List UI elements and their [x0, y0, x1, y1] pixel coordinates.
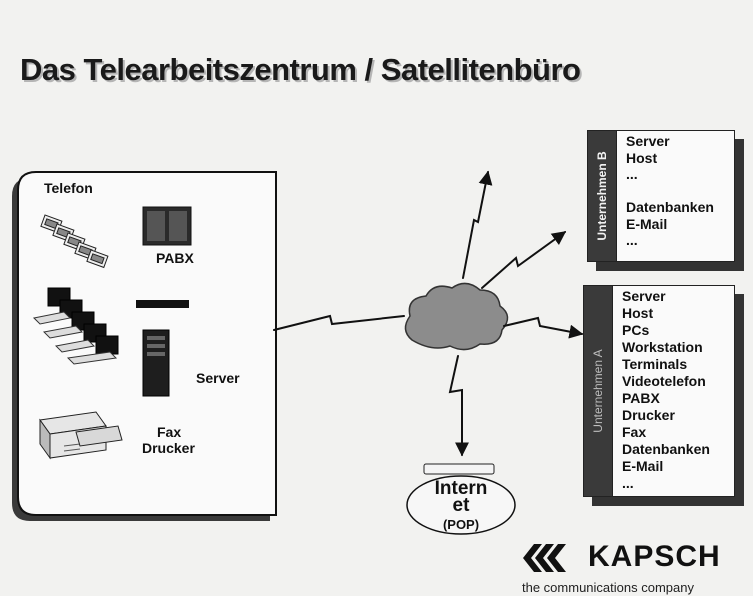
lan-bar: [136, 300, 189, 308]
drucker-label: Drucker: [142, 440, 195, 456]
company-b-panel: Unternehmen B Server Host ... Datenbanke…: [587, 130, 735, 262]
telephones-icon: [40, 214, 109, 269]
kapsch-wordmark: KAPSCH: [588, 540, 721, 573]
fax-printer-icon: [39, 411, 123, 460]
list-item: [626, 183, 714, 200]
list-item: E-Mail: [626, 215, 668, 232]
company-a-panel: Unternehmen A Server Host PCs Workstatio…: [583, 285, 735, 497]
list-item: Host: [622, 305, 654, 321]
list-item: Datenbanken: [626, 199, 714, 215]
list-item: PABX: [622, 390, 660, 406]
list-item: Datenbanken: [622, 441, 710, 457]
server-icon: [142, 329, 170, 397]
link-cloud-wireless: [462, 170, 493, 279]
link-cloud-internet: [448, 355, 469, 457]
list-item: Fax: [622, 424, 647, 440]
internet-label: Intern et: [412, 478, 510, 516]
list-item: Terminals: [622, 356, 688, 372]
pop-label: (POP): [442, 517, 480, 532]
list-item: Videotelefon: [622, 373, 706, 389]
link-cloud-company-b: [481, 231, 567, 289]
company-a-list: Server Host PCs Workstation Terminals Vi…: [622, 288, 710, 492]
list-item: Workstation: [622, 339, 703, 355]
company-a-side-label: Unternehmen A: [584, 286, 613, 496]
list-item: PCs: [622, 322, 650, 338]
network-cloud: [404, 282, 509, 351]
fax-label: Fax: [157, 424, 182, 440]
list-item: ...: [626, 232, 638, 248]
link-office-cloud: [273, 314, 405, 331]
list-item: Server: [622, 288, 666, 304]
kapsch-chevron-icon: [523, 544, 566, 572]
list-item: E-Mail: [622, 458, 664, 474]
link-cloud-company-a: [503, 316, 584, 339]
list-item: ...: [622, 475, 634, 491]
pabx-label: PABX: [156, 250, 194, 266]
telefon-label: Telefon: [44, 180, 93, 196]
company-b-side-label: Unternehmen B: [588, 131, 617, 261]
internet-label-line2: et: [452, 495, 470, 516]
workstations-icon: [32, 287, 119, 365]
network-links: [273, 170, 584, 457]
list-item: Host: [626, 149, 658, 166]
list-item: Drucker: [622, 407, 675, 423]
kapsch-tagline: the communications company: [522, 580, 694, 595]
internet-label-line1: Intern: [434, 478, 488, 499]
pabx-icon: [142, 206, 192, 246]
internet-pop-icon: [406, 463, 516, 535]
list-item: ...: [626, 166, 638, 182]
list-item: Server: [626, 133, 670, 149]
page-title: Das Telearbeitszentrum / Satellitenbüro: [20, 52, 581, 87]
company-b-list: Server Host ... Datenbanken E-Mail ...: [626, 133, 714, 249]
server-label: Server: [196, 370, 240, 386]
